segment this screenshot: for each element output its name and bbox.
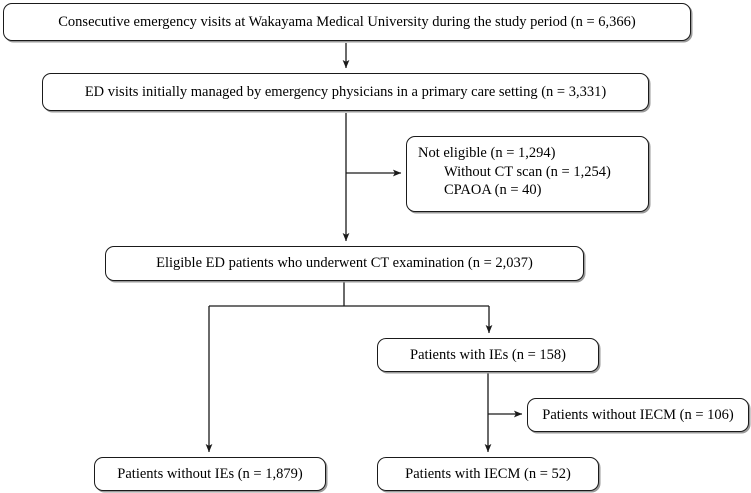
node-eligible-ct: Eligible ED patients who underwent CT ex… xyxy=(105,246,584,281)
node-primary-care-label: ED visits initially managed by emergency… xyxy=(84,83,607,100)
node-patients-without-iecm-label: Patients without IECM (n = 106) xyxy=(542,406,734,423)
node-eligible-ct-label: Eligible ED patients who underwent CT ex… xyxy=(156,255,533,272)
node-patients-with-iecm: Patients with IECM (n = 52) xyxy=(377,457,599,491)
node-primary-care: ED visits initially managed by emergency… xyxy=(42,73,649,111)
node-total-visits-label: Consecutive emergency visits at Wakayama… xyxy=(58,13,636,30)
node-patients-without-ies: Patients without IEs (n = 1,879) xyxy=(94,457,326,491)
node-patients-with-ies-label: Patients with IEs (n = 158) xyxy=(410,346,566,363)
node-total-visits: Consecutive emergency visits at Wakayama… xyxy=(3,3,691,41)
node-not-eligible-line-2: Without CT scan (n = 1,254) xyxy=(444,163,611,180)
node-patients-without-ies-label: Patients without IEs (n = 1,879) xyxy=(117,465,303,482)
node-not-eligible: Not eligible (n = 1,294) Without CT scan… xyxy=(406,136,649,212)
node-patients-with-ies: Patients with IEs (n = 158) xyxy=(377,338,599,372)
node-not-eligible-line-1: Not eligible (n = 1,294) xyxy=(418,145,556,161)
node-patients-without-iecm: Patients without IECM (n = 106) xyxy=(527,398,749,432)
node-not-eligible-line-3: CPAOA (n = 40) xyxy=(444,182,542,199)
node-patients-with-iecm-label: Patients with IECM (n = 52) xyxy=(405,465,571,482)
